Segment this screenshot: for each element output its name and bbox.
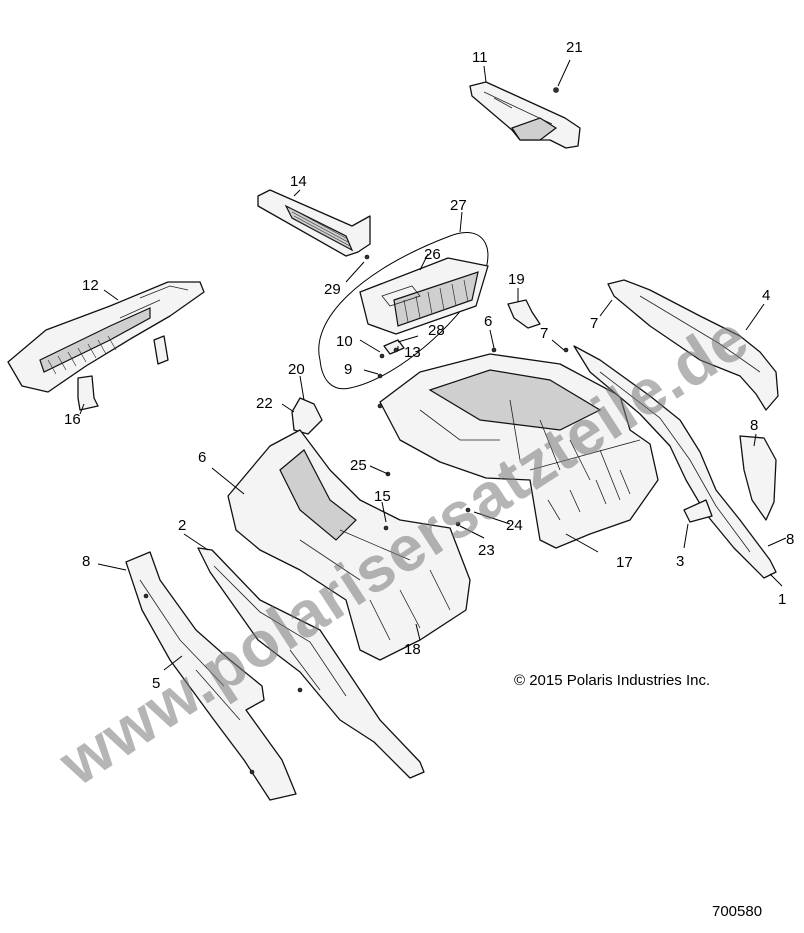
callout-17: 17: [616, 554, 633, 571]
callout-25: 25: [350, 457, 367, 474]
part-12-console: [7, 281, 205, 393]
callout-2: 2: [178, 517, 186, 534]
callout-23: 23: [478, 542, 495, 559]
callout-8-right: 8: [750, 417, 758, 434]
diagram-number: 700580: [712, 903, 763, 920]
part-11-panel: [469, 81, 581, 149]
callout-26: 26: [424, 246, 441, 263]
callout-16: 16: [64, 411, 81, 428]
callout-18: 18: [404, 641, 421, 658]
callout-3: 3: [676, 553, 684, 570]
part-4-guard: [607, 279, 779, 411]
callout-7-left: 7: [540, 325, 548, 342]
callout-labels: 1 2 3 4 5 6 6 7 7 8 8 8 9 10 11 12 13 14…: [64, 39, 794, 692]
callout-27: 27: [450, 197, 467, 214]
callout-24: 24: [506, 517, 523, 534]
part-8-guard-right: [739, 435, 777, 521]
callout-4: 4: [762, 287, 770, 304]
copyright-notice: © 2015 Polaris Industries Inc.: [514, 672, 711, 689]
callout-22: 22: [256, 395, 273, 412]
callout-9: 9: [344, 361, 352, 378]
callout-8-bottom: 8: [786, 531, 794, 548]
callout-8-left: 8: [82, 553, 90, 570]
callout-5: 5: [152, 675, 160, 692]
part-5-guard: [125, 551, 297, 801]
callout-7-right: 7: [590, 315, 598, 332]
callout-29: 29: [324, 281, 341, 298]
callout-14: 14: [290, 173, 307, 190]
part-19-bracket: [507, 299, 541, 329]
part-18-cargo-tub: [227, 429, 471, 661]
callout-6-rear: 6: [484, 313, 492, 330]
part-9-10-13-fasteners: [377, 347, 399, 379]
part-2-rail: [197, 547, 425, 779]
callout-21: 21: [566, 39, 583, 56]
callout-28: 28: [428, 322, 445, 339]
part-28-latch: [383, 339, 405, 355]
part-20-bracket: [291, 397, 323, 435]
callout-11: 11: [472, 49, 488, 66]
part-3-1-rail: [573, 345, 777, 579]
part-17-cargo-box: [379, 353, 659, 549]
callout-20: 20: [288, 361, 305, 378]
callout-12: 12: [82, 277, 99, 294]
callout-13: 13: [404, 344, 421, 361]
part-14-vent-panel: [257, 189, 371, 257]
part-26-storage-box: [359, 257, 489, 335]
part-16-bracket: [77, 335, 169, 411]
callout-6-front: 6: [198, 449, 206, 466]
callout-19: 19: [508, 271, 525, 288]
part-29-screw: [364, 254, 370, 260]
callout-10: 10: [336, 333, 353, 350]
callout-1: 1: [778, 591, 786, 608]
callout-15: 15: [374, 488, 391, 505]
part-21-screw: [553, 87, 559, 93]
leader-lines: [79, 59, 787, 671]
